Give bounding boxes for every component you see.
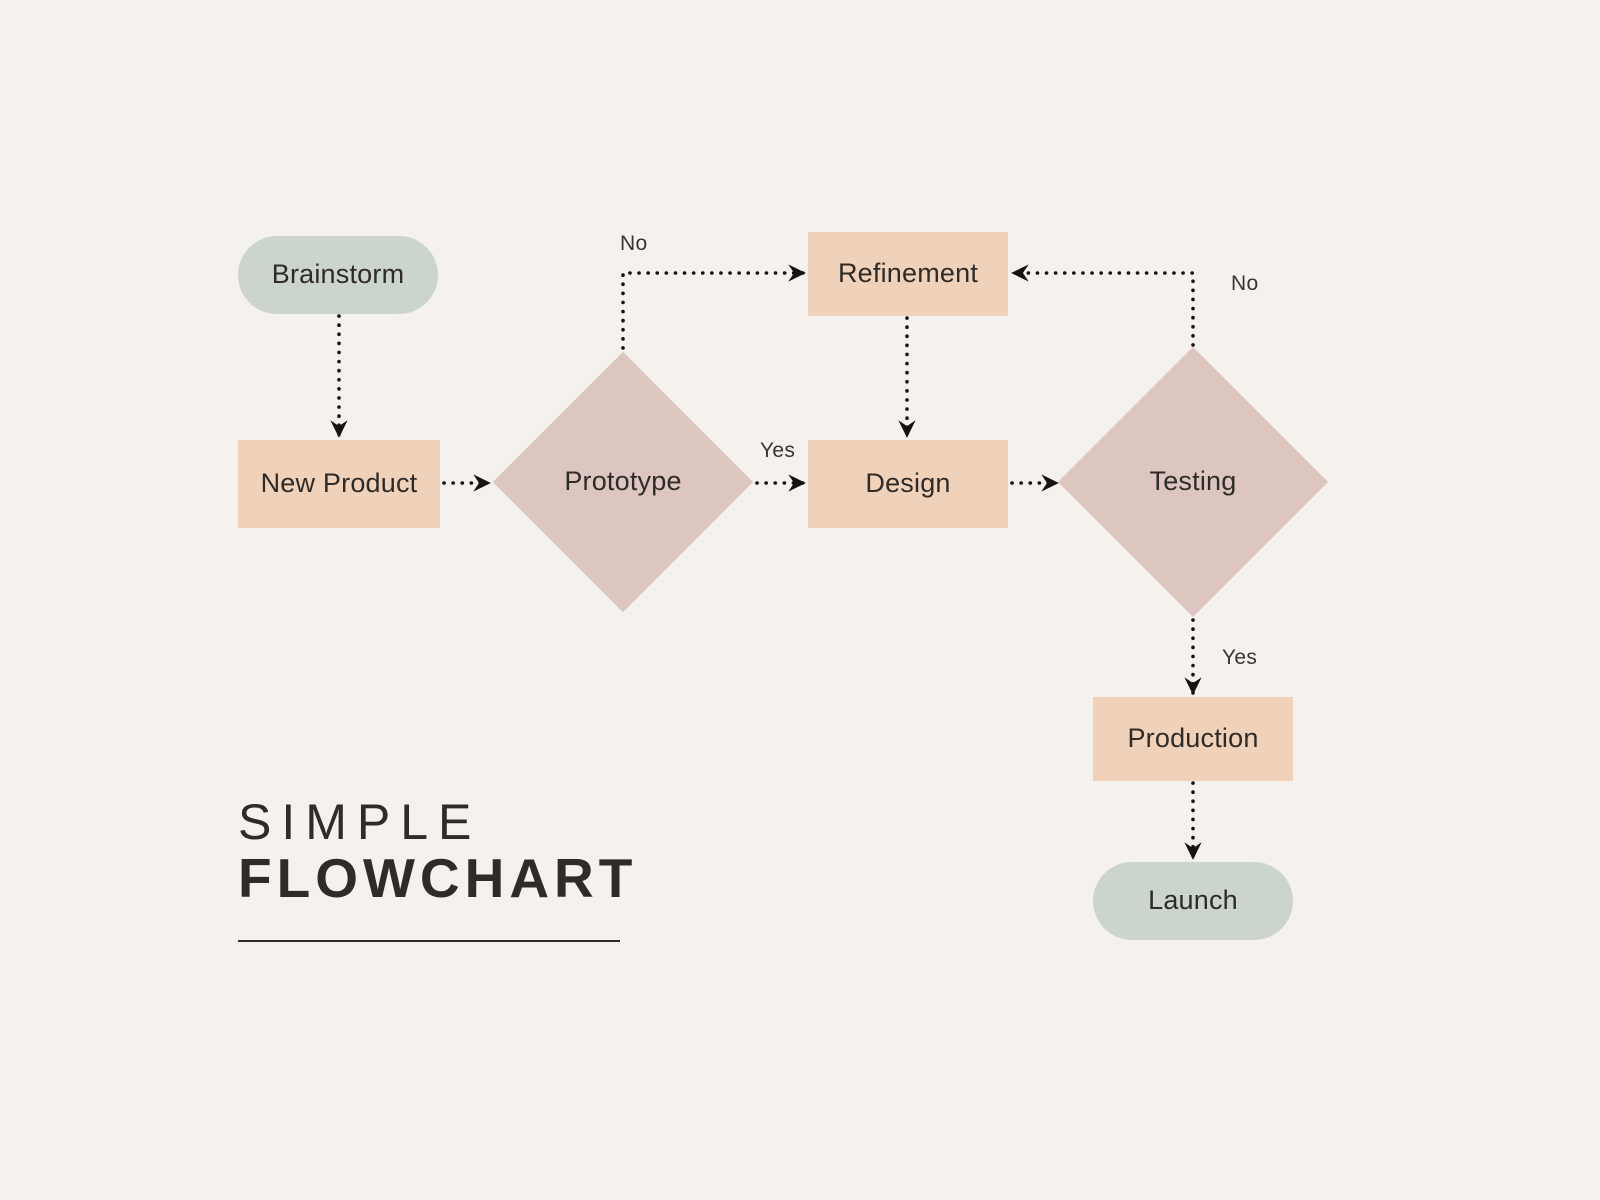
node-prototype-label: Prototype [564,466,682,497]
edge-prototype-no-to-refinement [621,264,806,350]
node-new-product[interactable]: New Product [238,440,440,528]
node-testing[interactable]: Testing [1057,346,1329,618]
edge-label-yes-testing: Yes [1222,646,1258,669]
node-brainstorm-label: Brainstorm [271,259,405,290]
node-production-label: Production [1127,723,1259,754]
page-title-line2: FLOWCHART [238,847,638,909]
node-prototype[interactable]: Prototype [492,351,754,613]
node-refinement[interactable]: Refinement [808,232,1008,316]
edge-label-yes-prototype: Yes [760,439,796,462]
node-new-product-label: New Product [260,468,418,499]
node-brainstorm[interactable]: Brainstorm [238,236,438,314]
title-block: SIMPLE FLOWCHART [238,794,638,943]
node-refinement-label: Refinement [837,258,979,289]
node-design-label: Design [865,468,951,499]
title-underline-divider [238,940,620,943]
edge-label-no-testing: No [1231,272,1259,295]
node-testing-label: Testing [1149,466,1237,497]
edge-label-no-prototype: No [620,232,648,255]
node-launch-label: Launch [1148,885,1238,916]
page-title-line1: SIMPLE [238,794,482,850]
node-design[interactable]: Design [808,440,1008,528]
node-production[interactable]: Production [1093,697,1293,781]
edge-testing-no-to-refinement [1011,264,1195,347]
node-launch[interactable]: Launch [1093,862,1293,940]
